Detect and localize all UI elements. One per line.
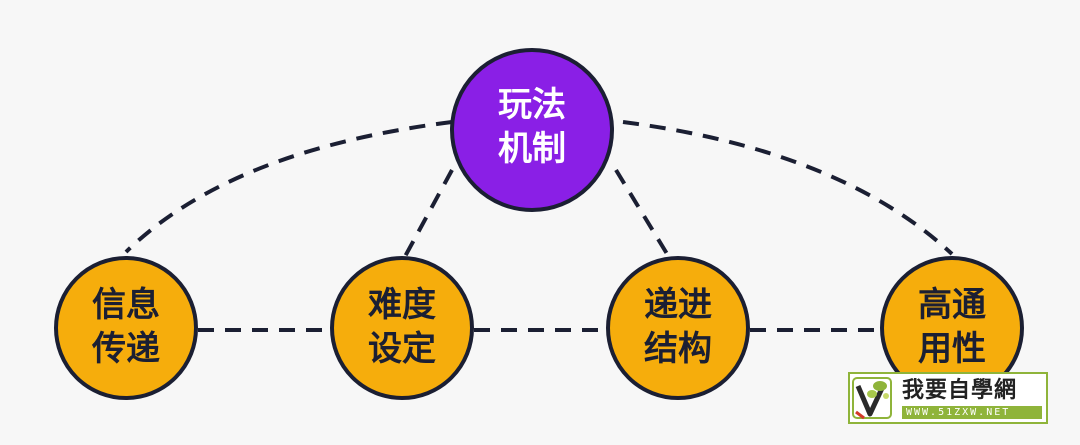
- node-4-line1: 高通: [918, 285, 986, 325]
- node-3-line1: 递进: [644, 285, 712, 325]
- node-2: 难度 设定: [330, 256, 474, 400]
- connector-top-to-n1: [124, 120, 453, 254]
- node-4: 高通 用性: [880, 256, 1024, 400]
- node-top-line1: 玩法: [498, 85, 566, 125]
- node-4-line2: 用性: [918, 329, 986, 369]
- node-1-line2: 传递: [91, 329, 160, 369]
- node-3-line2: 结构: [644, 329, 712, 369]
- watermark-url: WWW.51ZXW.NET: [902, 405, 1042, 419]
- node-1: 信息 传递: [54, 256, 198, 400]
- node-top-line2: 机制: [498, 129, 566, 169]
- v-leaf-logo-icon: [850, 374, 898, 422]
- connector-top-to-n4: [622, 120, 954, 256]
- connector-top-to-n2: [400, 169, 454, 263]
- connector-top-to-n3: [614, 168, 674, 264]
- node-top-circle: [450, 48, 614, 212]
- watermark-title: 我要自學網: [902, 377, 1018, 403]
- node-1-line1: 信息: [92, 285, 160, 325]
- connectors: [124, 120, 954, 332]
- node-3-circle: [606, 256, 750, 400]
- node-1-circle: [54, 256, 198, 400]
- watermark-badge: 我要自學網 WWW.51ZXW.NET: [848, 372, 1048, 424]
- node-3: 递进 结构: [606, 256, 750, 400]
- node-2-line2: 设定: [368, 329, 436, 369]
- node-top: 玩法 机制: [450, 48, 614, 212]
- node-2-circle: [330, 256, 474, 400]
- node-2-line1: 难度: [368, 285, 436, 325]
- watermark-text: 我要自學網 WWW.51ZXW.NET: [898, 374, 1046, 422]
